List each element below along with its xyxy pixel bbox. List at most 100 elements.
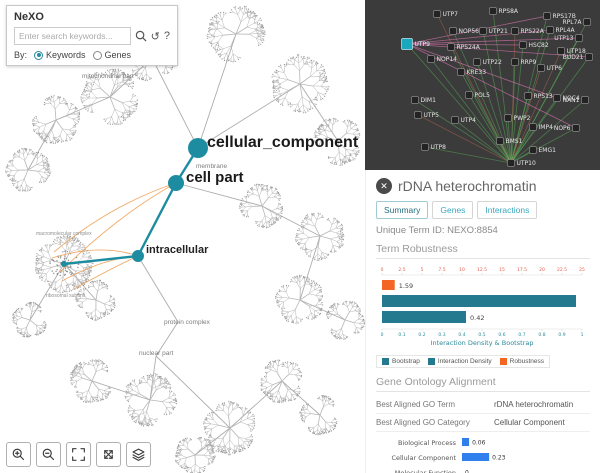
ontology-tree-canvas[interactable] [0, 0, 365, 473]
radio-genes[interactable]: Genes [92, 50, 131, 60]
help-icon[interactable]: ? [163, 30, 170, 42]
term-node-selected-cluster[interactable] [61, 261, 67, 267]
term-node-intracellular[interactable] [132, 250, 144, 262]
gene-label-utp5[interactable]: UTP5 [424, 112, 440, 119]
gene-label-rps8a[interactable]: RPS8A [499, 8, 519, 15]
tree-label-membrane[interactable]: membrane [196, 163, 228, 170]
gene-node-rps17b[interactable] [543, 12, 551, 20]
gene-node-utp9[interactable] [401, 38, 413, 50]
gene-label-utp10[interactable]: UTP10 [517, 160, 536, 167]
gene-node-utp4[interactable] [451, 116, 459, 124]
tree-label-intracellular[interactable]: intracellular [146, 244, 209, 256]
gene-label-utp4[interactable]: UTP4 [461, 117, 477, 124]
gene-node-utp8[interactable] [421, 143, 429, 151]
gene-label-rps24a[interactable]: RPS24A [457, 44, 481, 51]
gene-label-nop14[interactable]: NOP14 [437, 56, 458, 63]
tree-label-ribosomal-subunit[interactable]: ribosomal subunit [46, 293, 86, 299]
layers-button[interactable] [126, 442, 151, 467]
gene-node-rrp9[interactable] [511, 58, 519, 66]
gene-label-dim1[interactable]: DIM1 [421, 97, 437, 104]
gene-label-nan1[interactable]: NAN1 [563, 97, 580, 104]
gene-label-hsc82[interactable]: HSC82 [529, 42, 549, 49]
gene-label-rrp9[interactable]: RRP9 [521, 59, 537, 66]
tree-label-protein-complex[interactable]: protein complex [164, 319, 210, 326]
gene-label-utp18[interactable]: UTP18 [567, 48, 586, 55]
gene-label-imp4[interactable]: IMP4 [539, 124, 554, 131]
gene-node-nan1[interactable] [581, 96, 589, 104]
gene-node-utp13[interactable] [575, 34, 583, 42]
gene-label-nop56[interactable]: NOP56 [459, 28, 480, 35]
gene-node-rpl7a[interactable] [583, 18, 591, 26]
gene-node-rps24a[interactable] [447, 43, 455, 51]
radio-keywords[interactable]: Keywords [34, 50, 86, 60]
gene-node-utp5[interactable] [414, 111, 422, 119]
tab-genes[interactable]: Genes [432, 201, 474, 219]
gene-node-nop6[interactable] [572, 124, 580, 132]
tree-label-cellular-component[interactable]: cellular_component [207, 134, 359, 151]
tree-label-nuclear-part[interactable]: nuclear part [139, 350, 174, 357]
gene-node-utp6[interactable] [537, 64, 545, 72]
gene-node-utp21[interactable] [479, 27, 487, 35]
search-icon[interactable] [135, 30, 147, 42]
tree-label-macromolecular-complex[interactable]: macromolecular complex [36, 231, 92, 237]
gene-label-nop6[interactable]: NOP6 [554, 125, 571, 132]
gene-label-bud21[interactable]: BUD21 [563, 54, 584, 61]
term-node-cell-part[interactable] [168, 175, 184, 191]
tab-summary[interactable]: Summary [376, 201, 429, 219]
gene-label-rpl7a[interactable]: RPL7A [562, 19, 582, 26]
gene-node-pol5[interactable] [465, 91, 473, 99]
gene-node-utp18[interactable] [557, 47, 565, 55]
gene-node-utp7[interactable] [433, 10, 441, 18]
tree-label-cell-part[interactable]: cell part [186, 169, 244, 186]
gene-label-utp22[interactable]: UTP22 [483, 59, 502, 66]
gene-node-nop14[interactable] [427, 55, 435, 63]
gene-node-rpl4a[interactable] [546, 26, 554, 34]
reset-icon[interactable]: ↺ [150, 30, 160, 43]
gene-node-hsc82[interactable] [519, 41, 527, 49]
gene-label-utp8[interactable]: UTP8 [431, 144, 447, 151]
gene-label-utp9[interactable]: UTP9 [415, 41, 431, 48]
zoom-in-button[interactable] [6, 442, 31, 467]
gene-label-emg1[interactable]: EMG1 [539, 147, 557, 154]
gene-label-utp7[interactable]: UTP7 [443, 11, 459, 18]
fit-to-screen-button[interactable] [66, 442, 91, 467]
gene-label-noc4[interactable]: NOC4 [563, 95, 580, 102]
tab-interactions[interactable]: Interactions [477, 201, 538, 219]
gene-label-rps17b[interactable]: RPS17B [553, 13, 576, 20]
gene-node-dim1[interactable] [411, 96, 419, 104]
zoom-out-button[interactable] [36, 442, 61, 467]
gene-node-pwp2[interactable] [504, 114, 512, 122]
gene-node-emg1[interactable] [529, 146, 537, 154]
gene-node-kre33[interactable] [457, 68, 465, 76]
gene-node-rps22a[interactable] [511, 27, 519, 35]
gene-label-pwp2[interactable]: PWP2 [514, 115, 531, 122]
gene-label-bms1[interactable]: BMS1 [506, 138, 523, 145]
expand-view-button[interactable] [96, 442, 121, 467]
gene-node-nop56[interactable] [449, 27, 457, 35]
gene-label-utp6[interactable]: UTP6 [547, 65, 563, 72]
gene-node-utp10[interactable] [507, 159, 515, 167]
gene-label-rps13[interactable]: RPS13 [534, 93, 553, 100]
gene-node-noc4[interactable] [553, 94, 561, 102]
gene-label-utp21[interactable]: UTP21 [489, 28, 508, 35]
tree-label-mitochondrial-part[interactable]: mitochondrial part [82, 73, 134, 80]
gene-node-rps13[interactable] [524, 92, 532, 100]
search-input[interactable] [14, 27, 131, 45]
legend-swatch [499, 358, 507, 365]
gene-label-rps22a[interactable]: RPS22A [521, 28, 545, 35]
gene-label-pol5[interactable]: POL5 [475, 92, 491, 99]
gene-node-utp22[interactable] [473, 58, 481, 66]
close-icon[interactable]: ✕ [376, 178, 392, 194]
gene-node-bms1[interactable] [496, 137, 504, 145]
gene-label-utp13[interactable]: UTP13 [554, 35, 573, 42]
term-node-cellular-component[interactable] [188, 138, 208, 158]
gene-node-rps8a[interactable] [489, 7, 497, 15]
gene-label-rpl4a[interactable]: RPL4A [556, 27, 576, 34]
gene-node-bud21[interactable] [585, 53, 593, 61]
gene-label-kre33[interactable]: KRE33 [467, 69, 487, 76]
gene-node-imp4[interactable] [529, 123, 537, 131]
